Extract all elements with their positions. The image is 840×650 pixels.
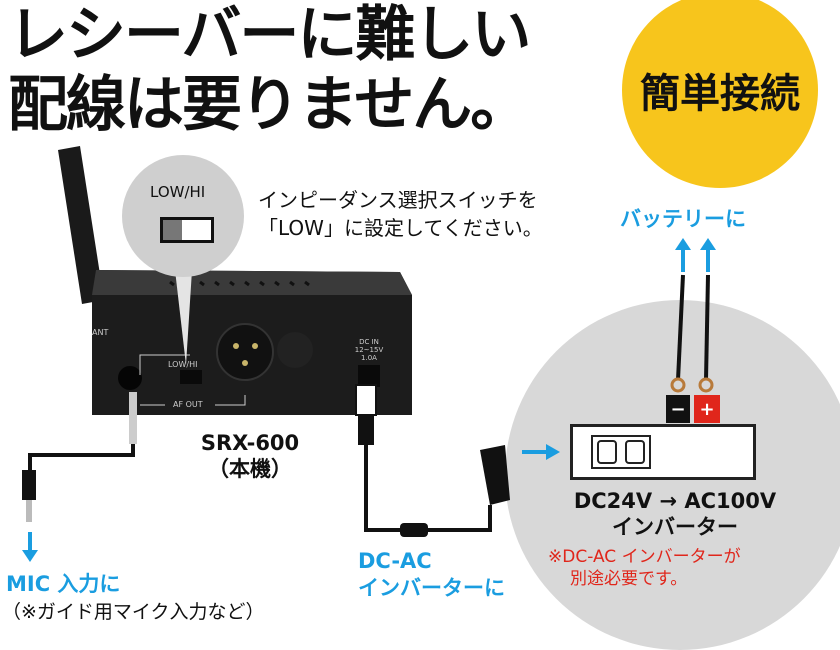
negative-terminal [666,395,690,423]
inverter-line2: インバーター [612,515,738,539]
low-hi-switch[interactable] [160,217,214,243]
dc-in-label: DC IN 12~15V 1.0A [352,338,386,362]
xlr-connector [216,323,274,381]
ac-outlet [591,435,651,469]
dc-in-label-3: 1.0A [361,354,377,362]
ant-label: ANT [92,328,109,337]
instruction-line2: 「LOW」に設定してください。 [258,216,543,240]
low-hi-panel-label: LOW/HI [168,360,198,369]
dc-ac-line2: インバーターに [358,576,505,600]
dc-ac-line1: DC-AC [358,549,432,573]
badge-label: 簡単接続 [640,71,800,117]
dc-in-label-1: DC IN [359,338,379,346]
mic-label: MIC 入力に [6,572,121,596]
badge-circle: 簡単接続 [622,0,818,188]
dc-in-label-2: 12~15V [354,346,384,354]
svg-text:−: − [670,399,685,420]
device-label: SRX-600 （本機） [190,430,310,482]
battery-label: バッテリーに [620,207,746,231]
inverter-label: DC24V → AC100V インバーター [540,488,810,540]
switch-callout: LOW/HI [122,155,244,277]
inverter-line1: DC24V → AC100V [573,489,777,513]
headline-line1: レシーバーに難しい [8,0,531,70]
switch-instruction: インピーダンス選択スイッチを 「LOW」に設定してください。 [258,186,543,242]
dc-ac-label: DC-AC インバーターに [358,548,505,602]
antenna [58,146,104,304]
mic-note: （※ガイド用マイク入力など） [2,601,265,623]
inverter [570,424,756,480]
inverter-note: ※DC-AC インバーターが 別途必要です。 [548,546,741,590]
af-out-label: AF OUT [170,400,206,409]
af-out-jack [118,366,142,390]
headline-line2: 配線は要りません。 [8,70,530,140]
switch-label: LOW/HI [150,183,206,201]
svg-text:+: + [699,399,714,420]
device-name: SRX-600 [200,431,300,455]
inverter-note1: ※DC-AC インバーターが [548,547,741,567]
positive-terminal [694,395,720,423]
instruction-line1: インピーダンス選択スイッチを [258,188,538,212]
inverter-note2: 別途必要です。 [570,569,688,589]
device-subtitle: （本機） [208,457,292,481]
ac-adapter [480,445,510,505]
